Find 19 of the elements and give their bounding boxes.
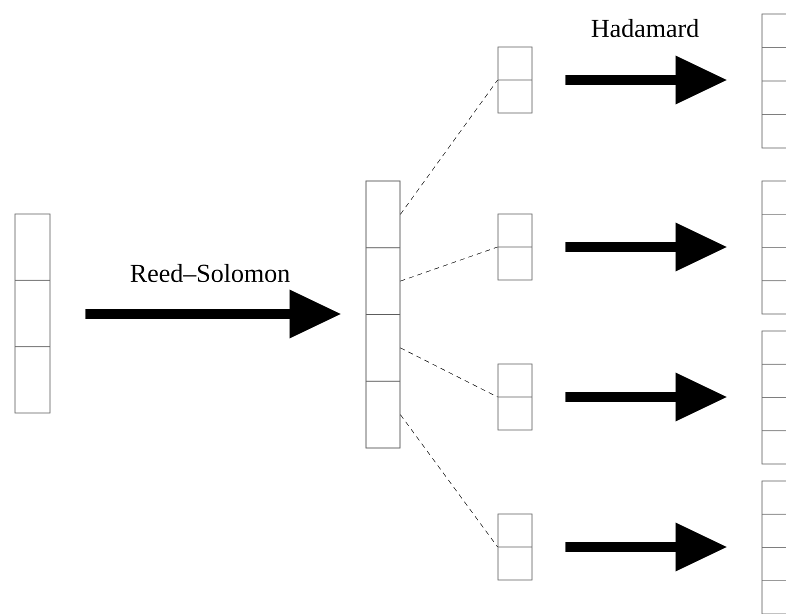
vector-box [762, 14, 786, 148]
vector-box [498, 214, 532, 280]
vector-cell [366, 247, 400, 315]
vector-cell [366, 314, 400, 382]
vector-box [762, 330, 786, 464]
dashed-line [400, 246, 498, 282]
dashed-line [400, 414, 498, 548]
vector-cell [366, 180, 400, 248]
vector-box [762, 180, 786, 314]
vector-cell [366, 380, 400, 448]
vector-box [498, 364, 532, 430]
vector-box [762, 480, 786, 614]
dashed-line [400, 348, 498, 398]
edge-label: Reed–Solomon [128, 262, 292, 284]
dashed-line [400, 80, 498, 215]
edge-label: Hadamard [590, 18, 700, 38]
vector-box [498, 514, 532, 580]
vector-box [498, 46, 532, 114]
vector-box [14, 214, 50, 414]
